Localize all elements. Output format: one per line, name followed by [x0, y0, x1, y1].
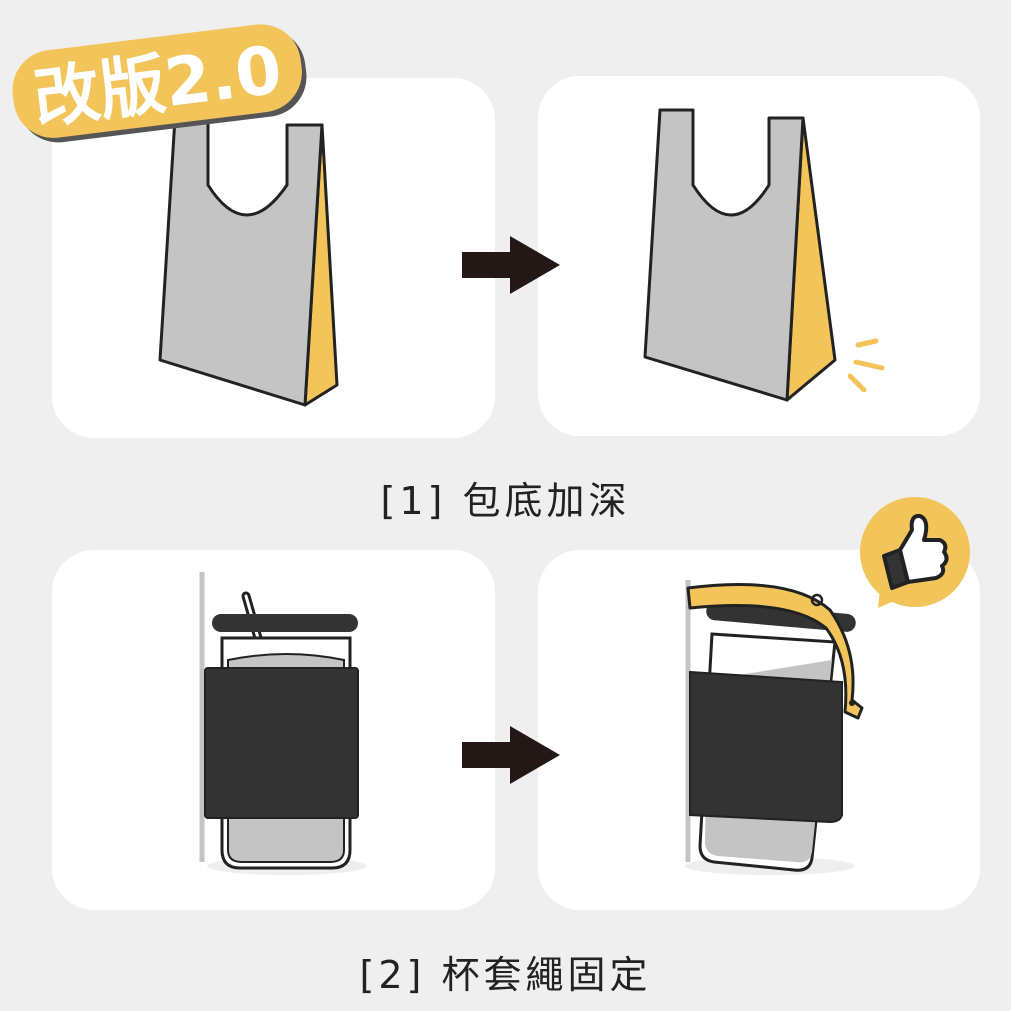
arrow-right-icon: [462, 726, 560, 784]
bag-after-illustration: [643, 108, 837, 402]
arrow-right-icon: [462, 236, 560, 294]
caption-cup-strap: [2] 杯套繩固定: [359, 953, 652, 997]
cup-after-illustration: [685, 580, 864, 875]
thumbs-up-bubble: [860, 497, 970, 608]
emphasis-lines: [847, 338, 885, 393]
version-badge: 改版2.0: [12, 24, 307, 143]
bag-before-illustration: [158, 116, 339, 407]
caption-bag-bottom: [1] 包底加深: [380, 479, 631, 523]
cup-before-illustration: [199, 572, 367, 875]
thumbs-up-icon: [882, 513, 949, 590]
